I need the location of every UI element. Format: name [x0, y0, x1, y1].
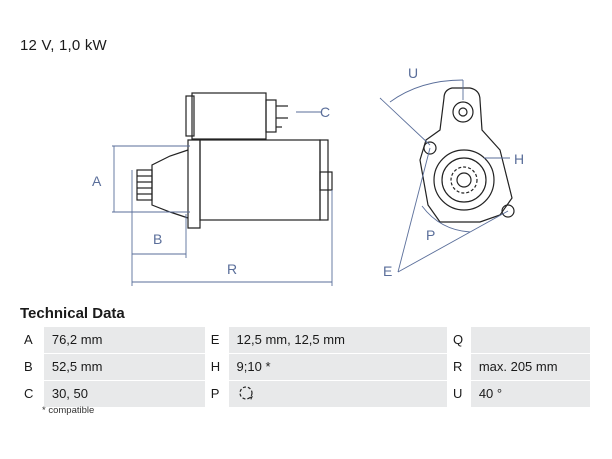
clockwise-rotation-icon	[238, 386, 253, 401]
dim-label-u: U	[408, 65, 418, 81]
dim-label-p: P	[426, 227, 435, 243]
front-flange	[419, 87, 513, 223]
spec-value: 9;10 *	[228, 354, 447, 380]
spec-value: max. 205 mm	[470, 354, 590, 380]
spec-key: B	[20, 354, 44, 380]
spec-value: 30, 50	[43, 381, 205, 407]
spec-key: H	[206, 354, 229, 380]
technical-data-title: Technical Data	[20, 305, 125, 322]
footnote: * compatible	[42, 405, 95, 416]
spec-value: 76,2 mm	[43, 327, 205, 353]
dim-label-c: C	[320, 104, 330, 120]
dim-label-r: R	[227, 261, 237, 277]
spec-key: U	[448, 381, 471, 407]
spec-value: 52,5 mm	[43, 354, 205, 380]
pinion-gear	[136, 169, 153, 201]
dim-label-h: H	[514, 151, 524, 167]
spec-key: R	[448, 354, 471, 380]
spec-key: A	[20, 327, 44, 353]
solenoid-body	[191, 92, 267, 140]
spec-value-rotation	[228, 381, 447, 407]
front-housing-outer	[433, 149, 495, 211]
dim-label-e: E	[383, 263, 392, 279]
voltage-power-spec: 12 V, 1,0 kW	[20, 37, 107, 54]
starter-motor-drawing: A B C R U H P E	[92, 65, 524, 286]
spec-key: C	[20, 381, 44, 407]
spec-value: 40 °	[470, 381, 590, 407]
spec-value	[470, 327, 590, 353]
spec-value: 12,5 mm, 12,5 mm	[228, 327, 447, 353]
table-row: A 76,2 mm E 12,5 mm, 12,5 mm Q	[20, 327, 592, 353]
spec-key: E	[206, 327, 229, 353]
table-row: C 30, 50 P U 40 °	[20, 381, 592, 407]
spec-key: P	[206, 381, 229, 407]
spec-key: Q	[448, 327, 471, 353]
technical-data-table: A 76,2 mm E 12,5 mm, 12,5 mm Q B 52,5 mm…	[20, 327, 592, 408]
dim-label-b: B	[153, 231, 162, 247]
motor-body	[199, 139, 321, 221]
table-row: B 52,5 mm H 9;10 * R max. 205 mm	[20, 354, 592, 380]
dim-label-a: A	[92, 173, 102, 189]
